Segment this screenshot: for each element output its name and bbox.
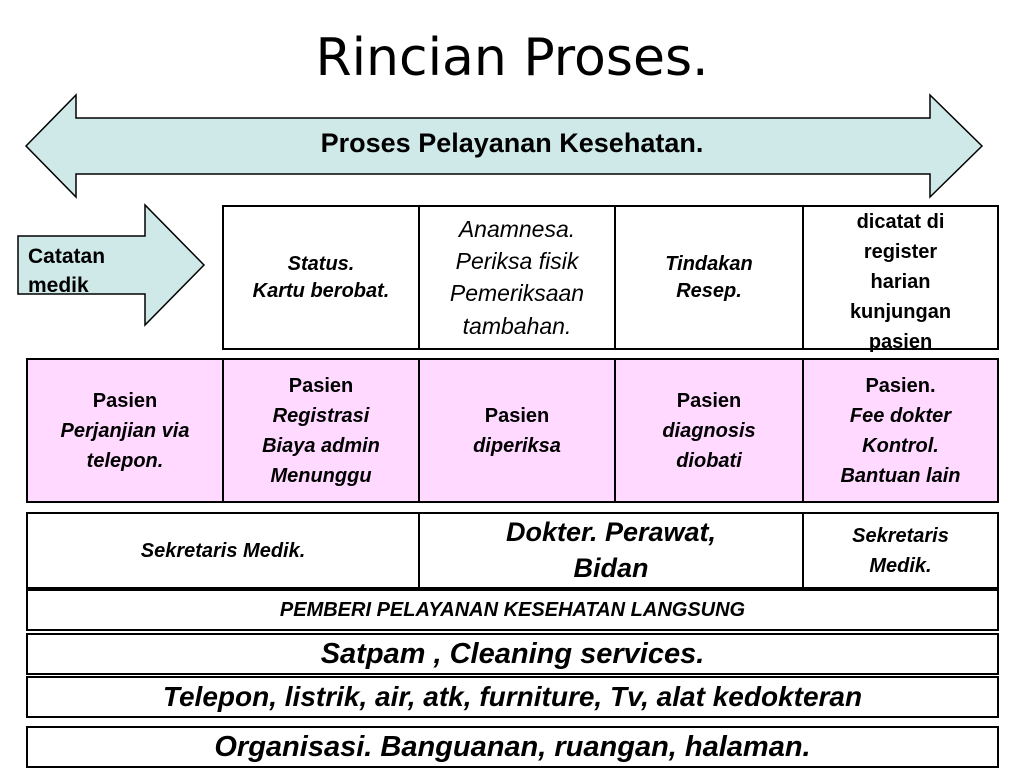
- box-line: Pasien: [484, 404, 550, 427]
- box-line: Resep.: [676, 279, 742, 302]
- box-sekretaris-right: Sekretaris Medik.: [802, 512, 999, 589]
- box-status: Status. Kartu berobat.: [222, 205, 420, 350]
- box-line: Sekretaris: [852, 524, 949, 547]
- catatan-line: medik: [28, 274, 89, 298]
- bar-organisasi: Organisasi. Banguanan, ruangan, halaman.: [26, 726, 999, 768]
- box-line: Biaya admin: [262, 434, 380, 457]
- box-line: Tindakan: [665, 252, 753, 275]
- box-line: Anamnesa.: [458, 216, 576, 242]
- box-line: Perjanjian via: [60, 419, 190, 442]
- box-line: register: [863, 241, 938, 263]
- banner-label: Proses Pelayanan Kesehatan.: [320, 128, 704, 158]
- box-fee: Pasien. Fee dokter Kontrol. Bantuan lain: [802, 358, 999, 503]
- box-line: Sekretaris Medik.: [140, 539, 306, 562]
- box-dicatat: dicatat di register harian kunjungan pas…: [802, 205, 999, 353]
- box-line: diperiksa: [473, 434, 561, 457]
- box-line: Periksa fisik: [455, 248, 579, 275]
- bar-satpam: Satpam , Cleaning services.: [26, 633, 999, 675]
- box-sekretaris-left: Sekretaris Medik.: [26, 512, 420, 589]
- box-line: Status.: [287, 252, 355, 275]
- bar-telepon: Telepon, listrik, air, atk, furniture, T…: [26, 676, 999, 718]
- box-line: dicatat di: [856, 211, 945, 233]
- box-line: Fee dokter: [849, 404, 952, 427]
- box-line: kunjungan: [849, 301, 952, 323]
- box-line: diobati: [676, 449, 742, 472]
- box-line: Medik.: [869, 554, 932, 577]
- box-line: Registrasi: [272, 404, 370, 427]
- box-line: tambahan.: [462, 312, 572, 339]
- double-arrow-shape: [24, 93, 984, 199]
- box-dokter: Dokter. Perawat, Bidan: [418, 512, 804, 589]
- page-title: Rincian Proses.: [315, 28, 709, 88]
- box-line: Pemeriksaan: [449, 280, 585, 307]
- box-anamnesa: Anamnesa. Periksa fisik Pemeriksaan tamb…: [418, 205, 616, 350]
- box-line: harian: [870, 271, 931, 293]
- box-line: Kartu berobat.: [252, 279, 390, 302]
- bar-pemberi: PEMBERI PELAYANAN KESEHATAN LANGSUNG: [26, 589, 999, 631]
- box-diagnosis: Pasien diagnosis diobati: [614, 358, 804, 503]
- box-line: Dokter. Perawat,: [505, 517, 717, 548]
- catatan-line: Catatan: [28, 245, 106, 268]
- box-line: diagnosis: [662, 419, 756, 442]
- right-arrow-shape: [17, 203, 206, 327]
- box-line: Kontrol.: [862, 434, 939, 457]
- box-line: Pasien.: [865, 374, 936, 397]
- box-tindakan: Tindakan Resep.: [614, 205, 804, 350]
- box-line: telepon.: [86, 449, 164, 472]
- box-line: Bidan: [573, 552, 649, 583]
- box-registrasi: Pasien Registrasi Biaya admin Menunggu: [222, 358, 420, 503]
- box-perjanjian: Pasien Perjanjian via telepon.: [26, 358, 224, 503]
- box-line: Menunggu: [270, 464, 372, 487]
- box-diperiksa: Pasien diperiksa: [418, 358, 616, 503]
- box-line: Pasien: [92, 389, 158, 412]
- box-line: pasien: [868, 331, 933, 353]
- catatan-medik-label: Catatan medik: [28, 242, 138, 301]
- box-line: Pasien: [676, 389, 742, 412]
- box-line: Pasien: [288, 374, 354, 397]
- box-line: Bantuan lain: [840, 464, 961, 487]
